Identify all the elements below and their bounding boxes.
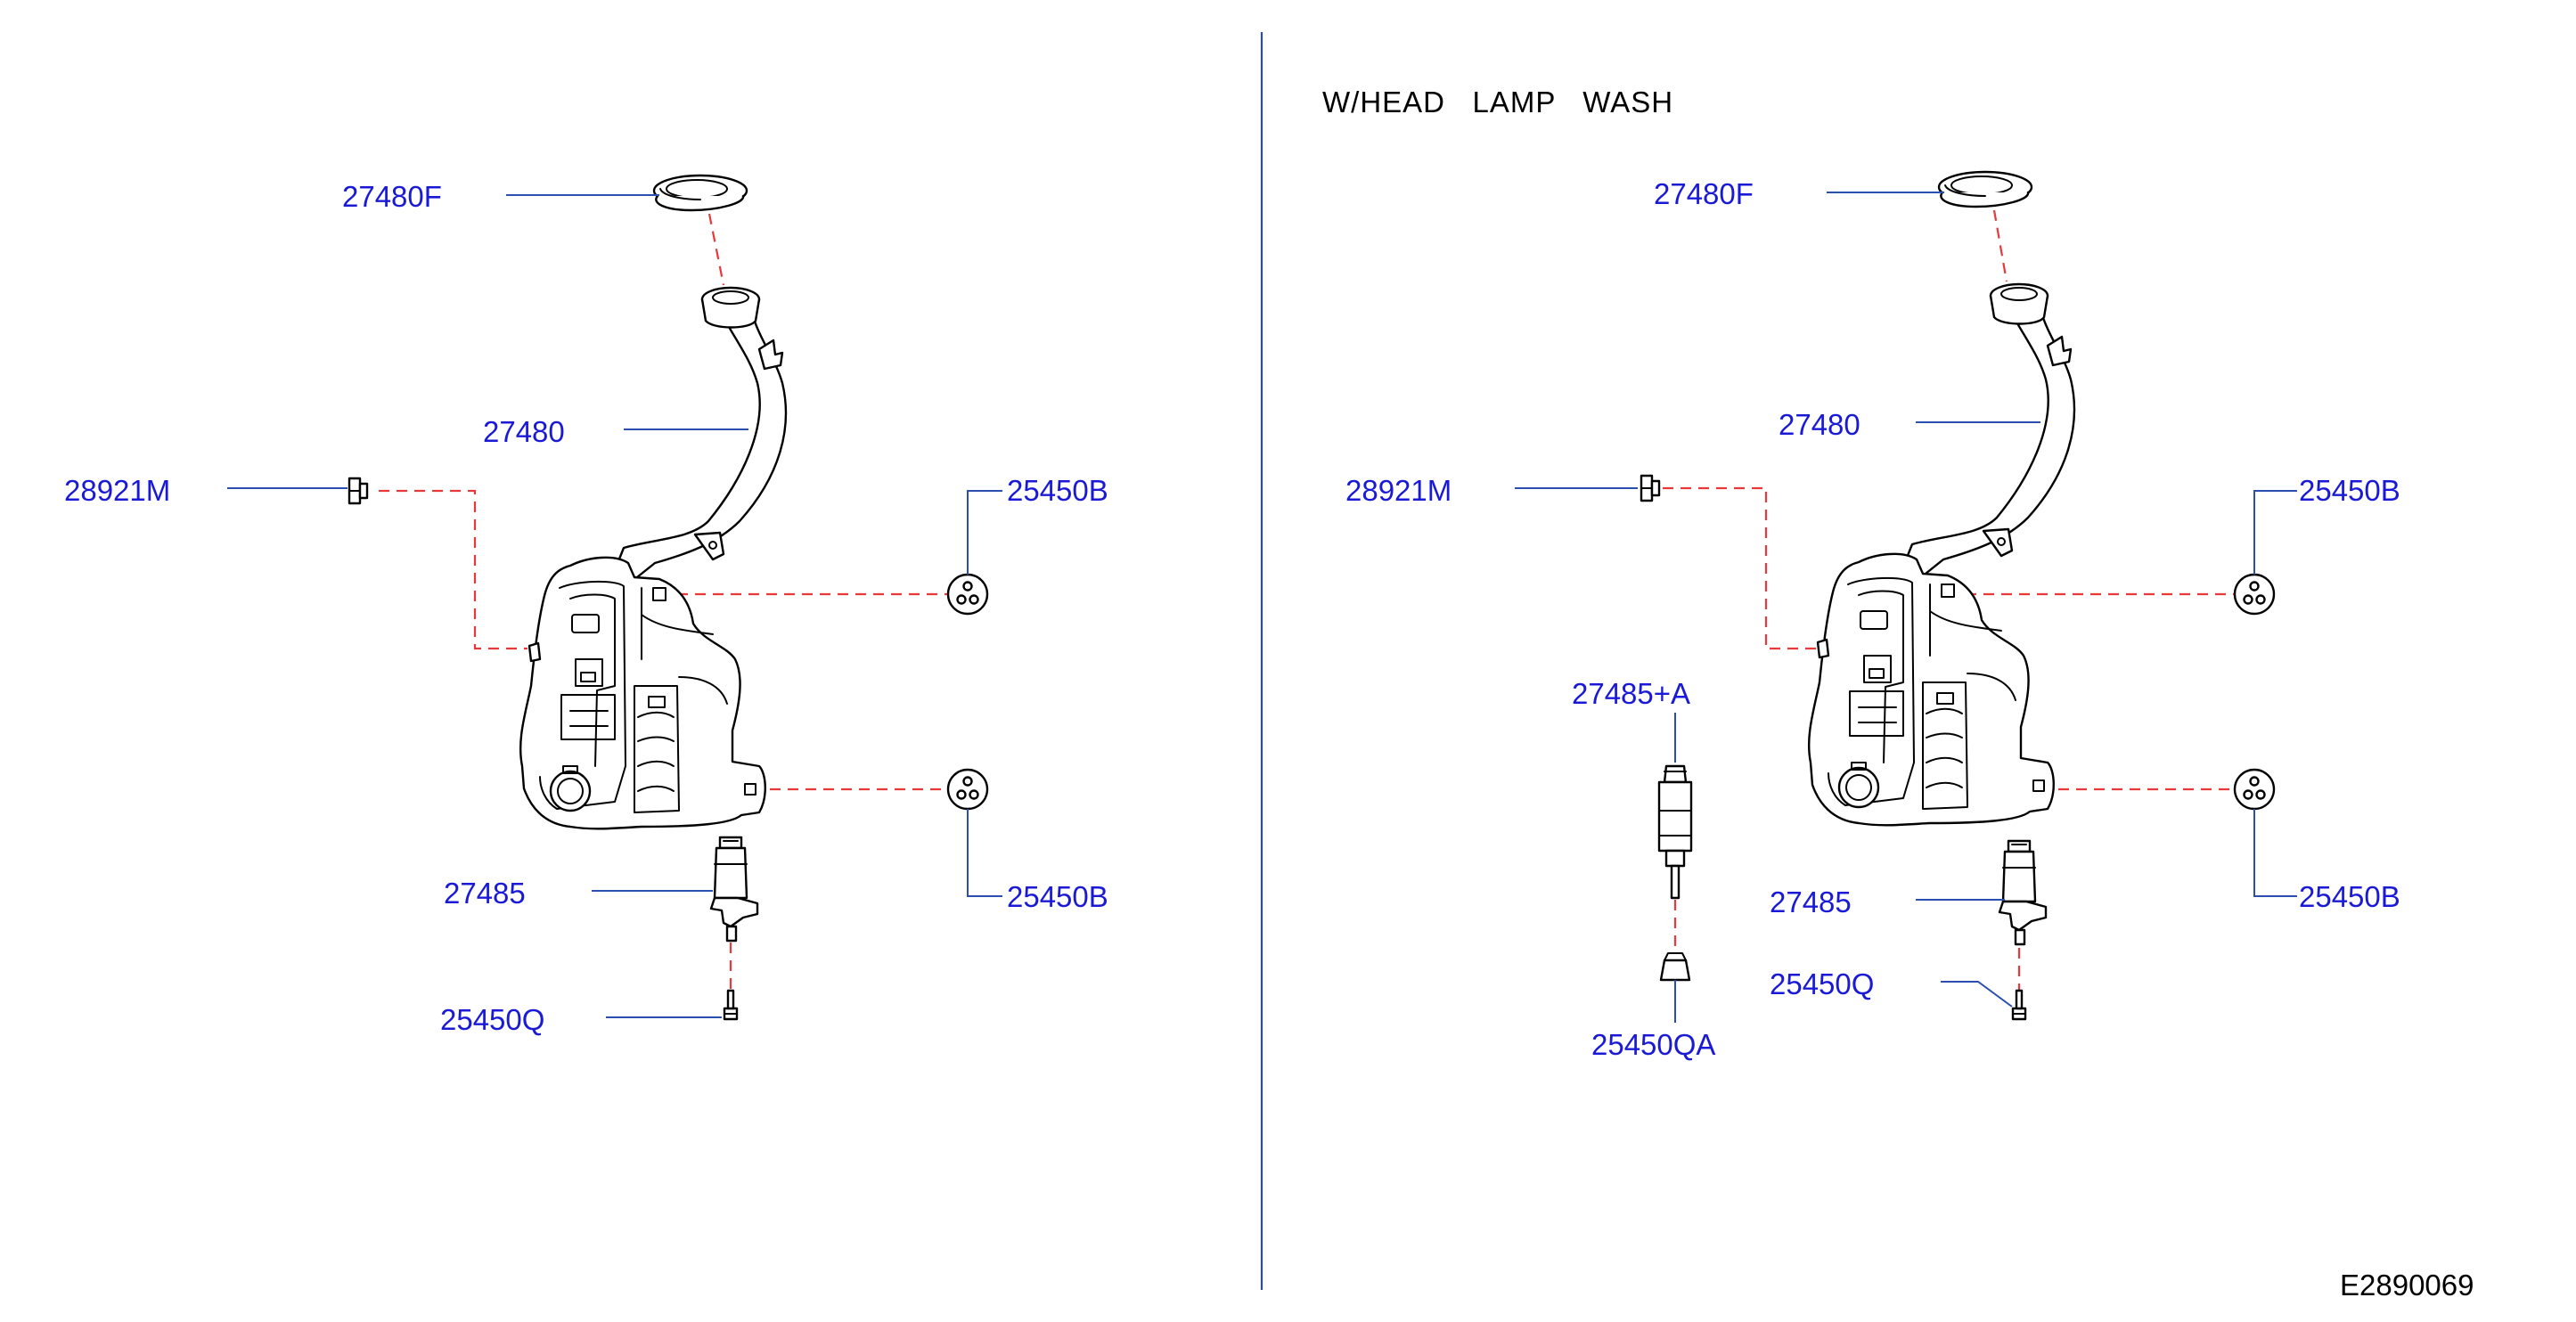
- label-pump-left: 27485: [444, 877, 526, 910]
- washer-tank-right: [1807, 282, 2076, 827]
- label-seal-right: 25450Q: [1770, 967, 1874, 1000]
- headlamp-washer-pump: [1657, 764, 1693, 900]
- label-pump-right: 27485: [1770, 885, 1852, 918]
- label-clip-right: 28921M: [1345, 474, 1452, 507]
- guide-cap-left: [707, 213, 725, 286]
- grommet-lower-right: [2233, 768, 2276, 811]
- leader-seal-right: [1941, 981, 2013, 1008]
- guide-clip-left: [379, 489, 527, 650]
- washer-tank-left: [519, 286, 788, 830]
- label-clip-left: 28921M: [64, 474, 170, 507]
- label-grommet-lower-left: 25450B: [1007, 880, 1108, 913]
- leader-grommet-lower-right: [2253, 809, 2297, 897]
- grommet-upper-left: [946, 573, 989, 616]
- pump-seal-right: [2011, 989, 2027, 1021]
- label-seal-left: 25450Q: [440, 1003, 544, 1036]
- leader-grommet-upper-right: [2253, 490, 2297, 575]
- tank-cap-right: [1937, 170, 2033, 208]
- guide-cap-right: [1992, 209, 2008, 282]
- guide-clip-right: [1663, 486, 1818, 650]
- left-panel: 27480F 27480 28921M 25450B 25450B 27485 …: [64, 174, 1108, 1036]
- label-headlamp-pump: 27485+A: [1572, 677, 1690, 710]
- label-headlamp-seal: 25450QA: [1591, 1028, 1715, 1061]
- leader-grommet-lower-left: [967, 809, 1002, 897]
- leader-grommet-upper-left: [967, 490, 1002, 575]
- headlamp-pump-seal: [1659, 952, 1691, 982]
- figure-id: E2890069: [2340, 1269, 2474, 1302]
- clip-left: [348, 477, 369, 505]
- tank-cap-left: [652, 174, 748, 212]
- washer-pump-left: [709, 836, 759, 943]
- label-neck-left: 27480: [483, 415, 565, 448]
- label-cap-left: 27480F: [342, 180, 442, 213]
- label-grommet-upper-left: 25450B: [1007, 474, 1108, 507]
- grommet-lower-left: [946, 768, 989, 811]
- washer-pump-right: [1998, 839, 2048, 946]
- label-cap-right: 27480F: [1654, 177, 1754, 210]
- label-neck-right: 27480: [1779, 408, 1860, 441]
- label-grommet-upper-right: 25450B: [2299, 474, 2400, 507]
- label-grommet-lower-right: 25450B: [2299, 880, 2400, 913]
- section-title: W/HEAD LAMP WASH: [1322, 86, 1673, 118]
- pump-seal-left: [723, 989, 739, 1021]
- right-panel: W/HEAD LAMP WASH: [1322, 86, 2400, 1061]
- grommet-upper-right: [2233, 573, 2276, 616]
- clip-right: [1640, 474, 1661, 502]
